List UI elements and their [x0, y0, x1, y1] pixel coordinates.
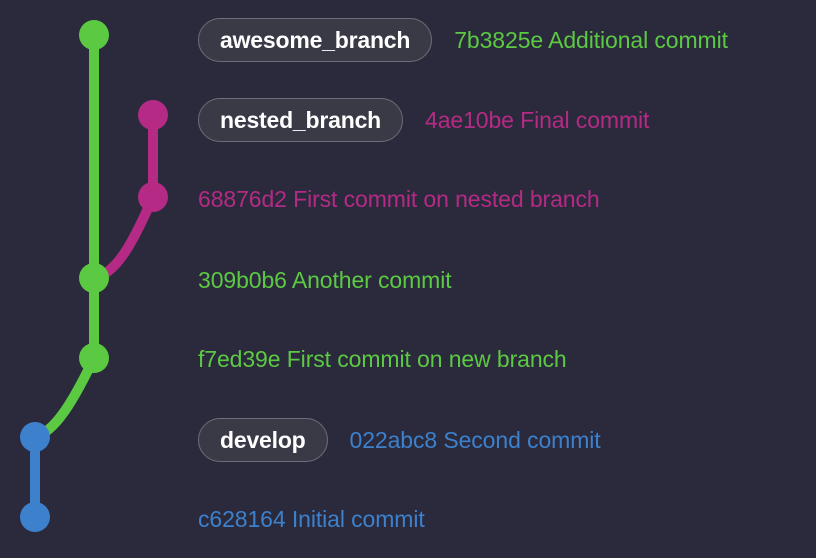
commit-node-4ae10be[interactable] [138, 100, 168, 130]
commit-node-68876d2[interactable] [138, 182, 168, 212]
commit-node-f7ed39e[interactable] [79, 343, 109, 373]
commit-row: develop 022abc8 Second commit [198, 418, 601, 462]
commit-message-309b0b6[interactable]: 309b0b6 Another commit [198, 266, 452, 293]
commit-row: 309b0b6 Another commit [198, 258, 452, 302]
commit-row: awesome_branch 7b3825e Additional commit [198, 18, 728, 62]
commit-message-f7ed39e[interactable]: f7ed39e First commit on new branch [198, 345, 567, 372]
commit-node-022abc8[interactable] [20, 422, 50, 452]
commit-message-022abc8[interactable]: 022abc8 Second commit [349, 426, 601, 453]
commit-message-4ae10be[interactable]: 4ae10be Final commit [425, 106, 650, 133]
commit-message-7b3825e[interactable]: 7b3825e Additional commit [454, 26, 728, 53]
commit-row: f7ed39e First commit on new branch [198, 337, 567, 381]
branch-badge-awesome-branch[interactable]: awesome_branch [198, 18, 433, 62]
commit-node-c628164[interactable] [20, 502, 50, 532]
commit-row: 68876d2 First commit on nested branch [198, 177, 600, 221]
branch-badge-develop[interactable]: develop [198, 418, 328, 462]
lane-edge-magenta-branchoff [89, 192, 158, 283]
commit-message-c628164[interactable]: c628164 Initial commit [198, 505, 425, 532]
commit-message-68876d2[interactable]: 68876d2 First commit on nested branch [198, 185, 600, 212]
commit-node-7b3825e[interactable] [79, 20, 109, 50]
commit-row: nested_branch 4ae10be Final commit [198, 98, 649, 142]
commit-node-309b0b6[interactable] [79, 263, 109, 293]
branch-badge-nested-branch[interactable]: nested_branch [198, 98, 404, 142]
commit-row: c628164 Initial commit [198, 497, 425, 541]
